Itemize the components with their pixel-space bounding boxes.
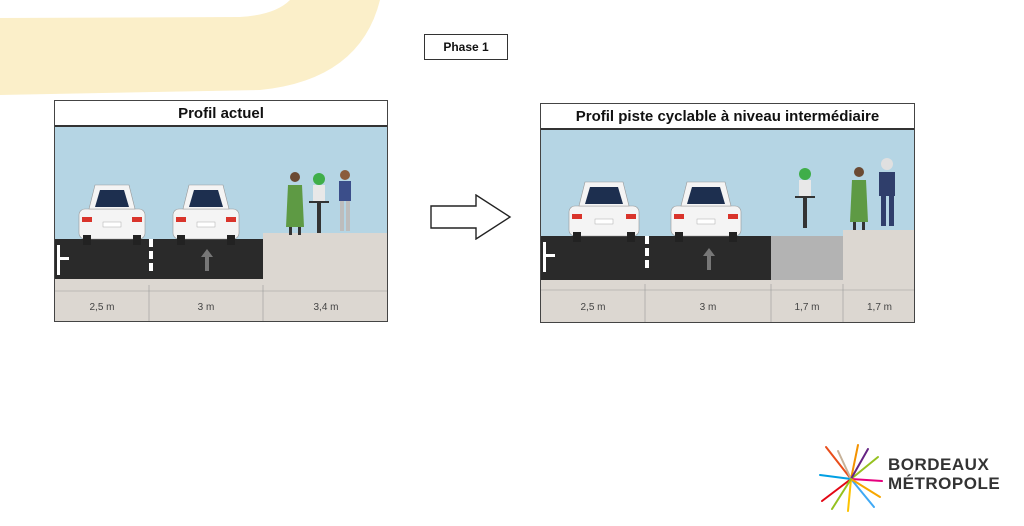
bordeaux-metropole-logo: BORDEAUX MÉTROPOLE (818, 443, 1000, 513)
decorative-arc (0, 0, 380, 95)
pedestrian-icon (286, 172, 304, 235)
logo-wordmark: BORDEAUX MÉTROPOLE (888, 455, 1000, 493)
lane-width-label: 1,7 m (866, 302, 892, 313)
current-profile-illustration (55, 170, 387, 321)
pedestrian-icon (339, 170, 351, 231)
starburst-icon (819, 444, 883, 512)
ground-base (55, 279, 387, 321)
lane-width-label: 3 m (197, 302, 215, 313)
bike-track-surface (771, 236, 843, 280)
pedestrian-icon (850, 167, 868, 230)
current-profile-panel: Profil actuel (54, 100, 388, 322)
car-icon (78, 184, 146, 245)
road-surface (541, 236, 771, 280)
logo-line1: BORDEAUX (888, 455, 990, 474)
current-profile-title: Profil actuel (55, 101, 387, 127)
lane-arrow-icon (201, 249, 213, 271)
lane-width-label: 2,5 m (89, 302, 115, 313)
logo-line2: MÉTROPOLE (888, 474, 1001, 493)
sidewalk-surface (263, 233, 387, 279)
lane-width-label: 2,5 m (580, 302, 606, 313)
proposed-profile-illustration (541, 158, 914, 322)
cyclist-icon (309, 173, 329, 233)
pedestrian-icon (879, 158, 895, 226)
lane-width-label: 3,4 m (313, 302, 339, 313)
proposed-profile-title: Profil piste cyclable à niveau intermédi… (541, 104, 914, 130)
car-icon (568, 181, 640, 242)
lane-width-label: 1,7 m (794, 302, 820, 313)
proposed-profile-panel: Profil piste cyclable à niveau intermédi… (540, 103, 915, 323)
ground-base (541, 280, 914, 322)
car-icon (172, 184, 240, 245)
lane-arrow-icon (703, 248, 715, 270)
lane-width-label: 3 m (699, 302, 717, 313)
phase-label: Phase 1 (424, 34, 508, 60)
car-icon (670, 181, 742, 242)
road-surface (55, 239, 263, 279)
right-arrow-icon (430, 194, 512, 240)
sidewalk-surface (843, 230, 914, 280)
cyclist-icon (795, 168, 815, 228)
